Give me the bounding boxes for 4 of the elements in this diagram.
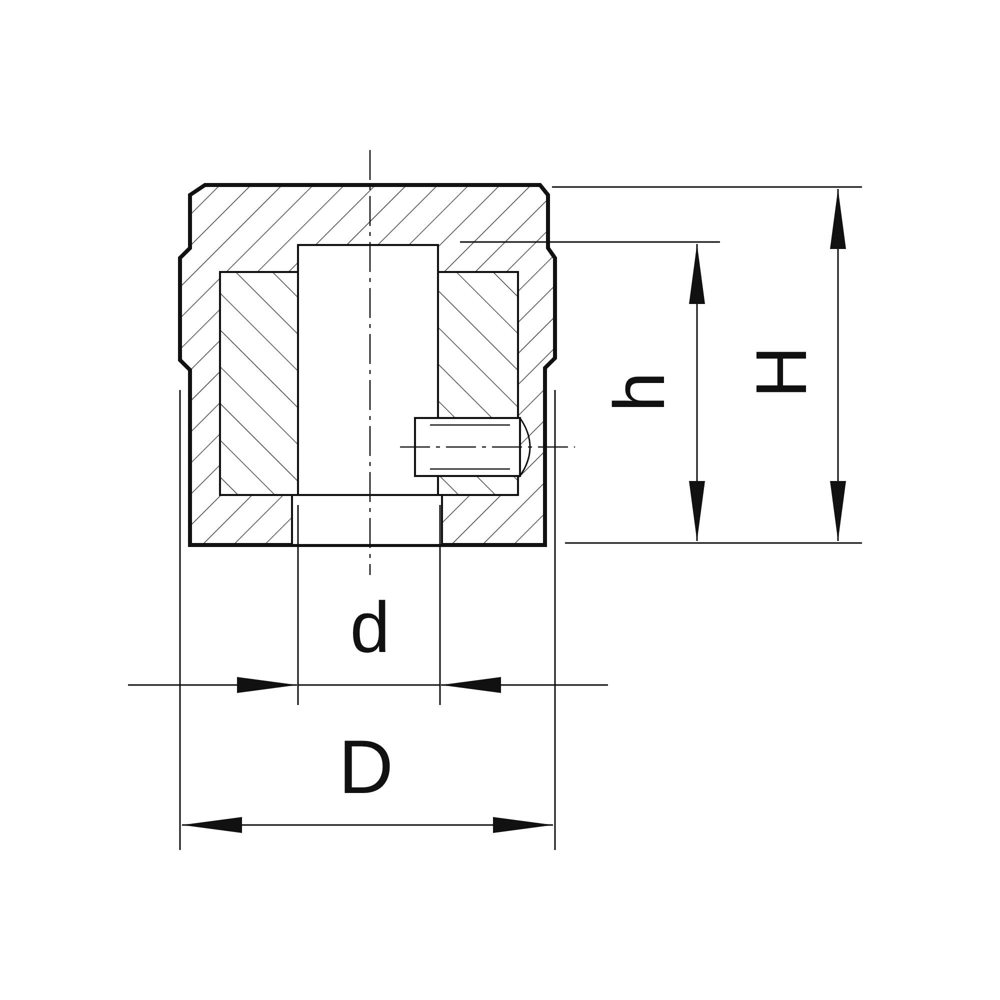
dimension-label: D — [338, 730, 394, 806]
dimension-label: h — [604, 372, 676, 412]
dimension-label: d — [350, 592, 390, 664]
dimension-label: H — [746, 346, 818, 398]
